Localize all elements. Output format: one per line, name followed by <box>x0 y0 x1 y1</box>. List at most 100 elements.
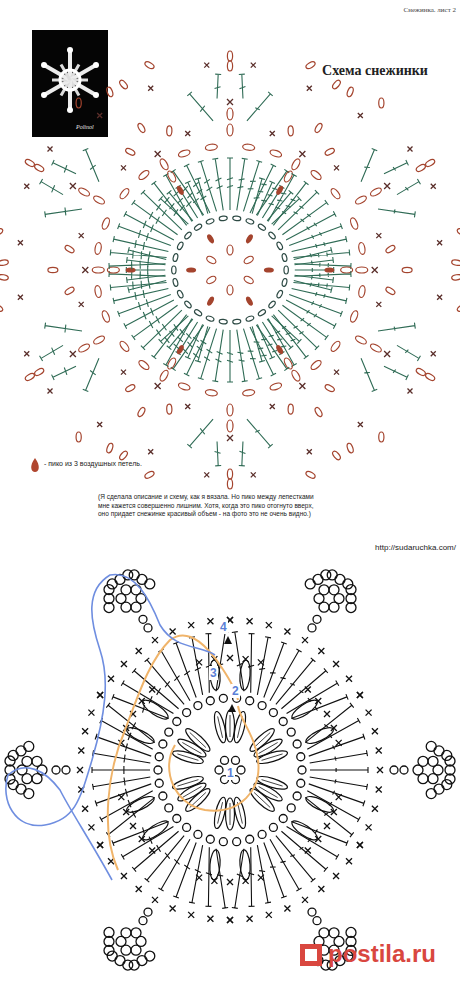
photo-frame <box>32 30 108 137</box>
chain-stitch <box>34 163 45 173</box>
double-crochet <box>173 843 196 899</box>
chain-stitch <box>349 217 359 230</box>
single-crochet <box>227 917 233 923</box>
chain-loop <box>52 766 60 774</box>
start-marker <box>228 704 236 712</box>
single-crochet <box>372 267 378 273</box>
single-crochet <box>251 63 256 68</box>
single-crochet <box>148 86 153 91</box>
double-crochet <box>294 247 332 259</box>
single-crochet <box>334 165 339 170</box>
single-crochet <box>270 404 275 409</box>
double-crochet <box>45 207 82 217</box>
double-crochet <box>243 329 262 380</box>
double-crochet <box>132 668 178 708</box>
chain-loop <box>313 615 321 623</box>
double-crochet <box>273 181 308 225</box>
chain-loop <box>221 756 229 764</box>
chain-stitch <box>310 169 323 181</box>
chain-stitch <box>290 158 301 171</box>
double-crochet <box>293 249 349 257</box>
single-crochet <box>305 686 311 692</box>
chain-stitch <box>288 126 294 136</box>
chain-stitch <box>245 315 254 322</box>
single-crochet <box>307 449 312 454</box>
chain-loop <box>62 766 70 774</box>
chain-stitch <box>167 126 173 136</box>
chain-stitch <box>415 163 426 173</box>
single-crochet <box>324 711 330 717</box>
picot-mark <box>264 267 274 272</box>
double-crochet <box>257 845 271 903</box>
chain-stitch <box>243 255 255 265</box>
single-crochet <box>97 692 103 698</box>
chain-stitch <box>425 158 436 168</box>
chain-stitch <box>125 147 136 156</box>
chain-stitch <box>212 796 228 829</box>
single-crochet <box>152 637 158 643</box>
chain-stitch <box>178 149 191 159</box>
single-crochet <box>358 113 363 118</box>
chain-stitch <box>314 122 324 133</box>
single-crochet <box>336 740 342 746</box>
double-crochet <box>278 310 319 350</box>
chain-stitch <box>206 218 215 225</box>
single-crochet <box>227 879 233 885</box>
single-crochet <box>299 383 305 389</box>
chain-stitch <box>257 309 266 317</box>
chain-stitch <box>415 367 426 377</box>
chain-stitch <box>167 404 173 414</box>
chain-loop <box>24 741 34 751</box>
chain-stitch <box>24 158 35 168</box>
chain-stitch <box>92 334 105 345</box>
chain-loop <box>165 804 173 812</box>
chain-stitch <box>24 372 35 382</box>
single-crochet <box>372 806 378 812</box>
legend-text: - пико из 3 воздушных петель. <box>44 460 244 467</box>
stitch-stem <box>182 743 201 754</box>
chain-stitch <box>232 711 248 744</box>
single-crochet <box>121 661 127 667</box>
chain-stitch <box>305 60 316 70</box>
chain-loop <box>297 753 305 761</box>
double-crochet <box>247 92 273 121</box>
double-crochet <box>294 271 351 277</box>
single-crochet <box>376 747 382 753</box>
chain-stitch <box>268 300 277 309</box>
double-crochet <box>310 750 368 763</box>
double-crochet <box>361 148 377 181</box>
chain-stitch <box>227 469 232 479</box>
double-crochet <box>124 211 174 240</box>
stitch-stem <box>254 732 270 747</box>
stitch-stem <box>230 715 231 737</box>
single-crochet <box>121 165 126 170</box>
single-crochet <box>24 351 29 356</box>
single-crochet <box>88 824 94 830</box>
single-crochet <box>407 389 412 394</box>
picot-mark <box>245 296 255 307</box>
picot-mark <box>206 296 216 307</box>
single-crochet <box>121 873 127 879</box>
single-crochet <box>376 233 381 238</box>
double-crochet <box>195 326 208 362</box>
chain-loop <box>219 694 227 702</box>
chain-loop <box>155 779 163 787</box>
chain-stitch <box>77 186 90 197</box>
top-chart <box>0 51 460 489</box>
single-crochet <box>227 435 233 441</box>
double-crochet <box>198 160 217 211</box>
single-crochet <box>284 906 290 912</box>
chain-loop <box>246 697 254 705</box>
double-crochet <box>121 827 173 860</box>
chain-stitch <box>172 253 178 262</box>
chain-loop <box>121 928 131 938</box>
single-crochet <box>97 113 102 118</box>
chain-stitch <box>0 303 4 313</box>
chain-loop <box>206 835 214 843</box>
chain-stitch <box>227 245 233 255</box>
single-crochet <box>302 637 308 643</box>
single-crochet <box>123 809 129 815</box>
chain-stitch <box>284 266 288 274</box>
watermark-icon <box>300 944 322 966</box>
single-crochet <box>357 692 363 698</box>
